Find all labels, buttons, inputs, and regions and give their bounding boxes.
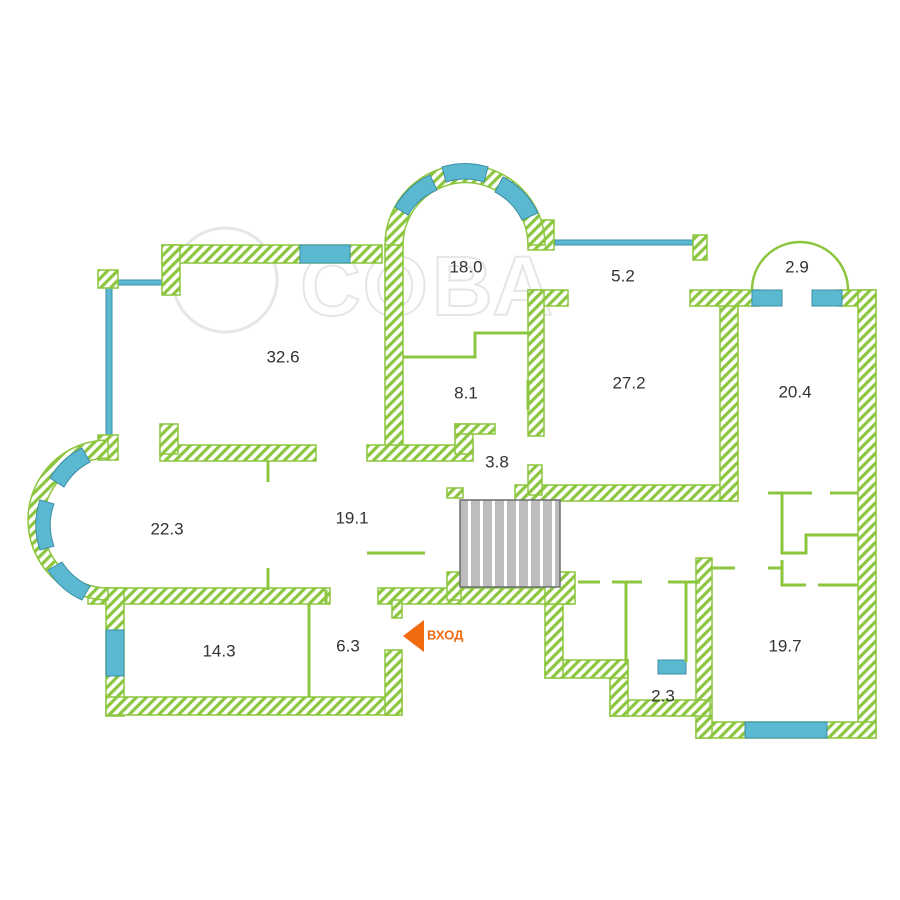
room-area-label: 3.8 <box>485 452 509 471</box>
bay-window-top-2 <box>441 163 489 183</box>
wall-segment <box>527 289 545 437</box>
room-area-label: 22.3 <box>150 519 183 538</box>
bay-window-left-3 <box>47 561 91 601</box>
window <box>751 289 783 307</box>
window <box>299 244 351 264</box>
bay-window-top-1 <box>394 174 438 216</box>
room-area-label: 5.2 <box>611 266 635 285</box>
wall-segment <box>719 289 739 502</box>
wall-segment <box>97 269 119 289</box>
partition-line <box>780 493 858 555</box>
wall-segment <box>454 423 496 435</box>
watermark-logo: СОВА <box>171 226 554 334</box>
bay-window-top-3 <box>494 176 539 221</box>
bay-window-left-1 <box>49 447 91 488</box>
alcove-arc <box>750 240 850 291</box>
wall-segment <box>692 234 708 261</box>
room-area-label: 8.1 <box>454 383 478 402</box>
wall-segment <box>391 599 403 619</box>
wall-segment <box>695 557 713 739</box>
entrance-arrow-icon <box>403 620 424 652</box>
wall-segment <box>384 244 404 454</box>
wall-segment <box>689 289 761 307</box>
window-thin-top-mid <box>554 239 696 246</box>
window <box>105 629 125 677</box>
room-area-label: 32.6 <box>266 347 299 366</box>
window <box>811 289 843 307</box>
room-area-label: 27.2 <box>612 373 645 392</box>
room-area-label: 20.4 <box>778 382 811 401</box>
wall-segment <box>159 444 317 462</box>
room-area-label: 2.9 <box>785 257 809 276</box>
bay-wall-left <box>27 439 109 601</box>
room-area-label: 6.3 <box>336 636 360 655</box>
wall-segment <box>159 423 179 455</box>
wall-segment <box>377 587 574 605</box>
curved-walls <box>27 163 850 601</box>
windows <box>105 244 843 739</box>
room-area-label: 19.1 <box>335 508 368 527</box>
bay-window-left-2 <box>35 499 55 551</box>
wall-segment <box>446 571 462 601</box>
window-thin-left <box>105 277 113 439</box>
window-thin-top-left <box>117 279 163 286</box>
wall-segment <box>857 289 877 739</box>
room-area-label: 19.7 <box>768 636 801 655</box>
partitions <box>266 331 858 697</box>
wall-segment <box>161 244 181 296</box>
stairs <box>459 499 561 588</box>
room-area-label: 14.3 <box>202 641 235 660</box>
partition-line <box>403 331 530 359</box>
wall-segment <box>446 487 464 499</box>
wall-segment <box>384 649 403 716</box>
partition-line <box>780 560 806 587</box>
window <box>744 721 828 739</box>
room-area-label: 2.3 <box>651 686 675 705</box>
entrance-label: ВХОД <box>427 627 464 642</box>
room-area-label: 18.0 <box>449 257 482 276</box>
window <box>657 659 687 675</box>
wall-segment <box>527 464 543 496</box>
walls <box>87 219 877 739</box>
watermark-circle-icon <box>171 226 279 334</box>
wall-segment <box>514 484 738 502</box>
room-labels: 32.6 18.0 5.2 2.9 8.1 27.2 20.4 3.8 22.3… <box>150 257 811 705</box>
wall-segment <box>105 696 403 716</box>
entrance-marker: ВХОД <box>403 620 464 652</box>
staircase <box>459 499 561 588</box>
